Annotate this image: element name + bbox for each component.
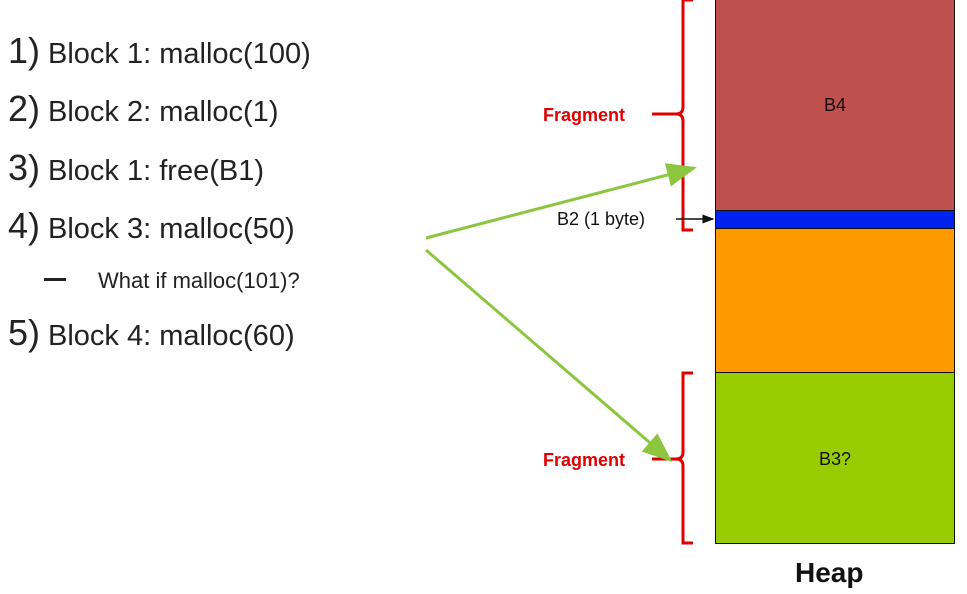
step-4: 4)Block 3: malloc(50) bbox=[8, 205, 295, 247]
step-text: Block 4: malloc(60) bbox=[48, 320, 295, 352]
step-number: 5) bbox=[8, 312, 41, 353]
heap-column: B4 B3? bbox=[715, 0, 955, 544]
substep-text: What if malloc(101)? bbox=[98, 268, 300, 293]
step-text: Block 2: malloc(1) bbox=[48, 96, 279, 128]
step-text: Block 1: malloc(100) bbox=[48, 38, 311, 70]
block-b3-label: B3? bbox=[818, 449, 852, 469]
step-number: 1) bbox=[8, 30, 41, 71]
step-number: 4) bbox=[8, 205, 41, 246]
fragment-bracket-top bbox=[675, 0, 693, 232]
step-5: 5)Block 4: malloc(60) bbox=[8, 312, 295, 354]
arrow-to-bottom-fragment bbox=[425, 248, 673, 462]
step-text: Block 3: malloc(50) bbox=[48, 213, 295, 245]
dash-bullet bbox=[44, 278, 66, 282]
step-2: 2)Block 2: malloc(1) bbox=[8, 88, 278, 130]
step-1: 1)Block 1: malloc(100) bbox=[8, 30, 311, 72]
step-number: 3) bbox=[8, 147, 41, 188]
fragment-bracket-bottom bbox=[675, 371, 693, 545]
block-b4: B4 bbox=[715, 0, 955, 211]
heap-title: Heap bbox=[795, 557, 864, 588]
block-b3: B3? bbox=[715, 372, 955, 544]
step-text: Block 1: free(B1) bbox=[48, 155, 264, 187]
arrow-to-top-fragment bbox=[425, 163, 697, 240]
substep-what-if: What if malloc(101)? bbox=[44, 268, 300, 294]
fragment-label-top: Fragment bbox=[543, 105, 626, 125]
step-number: 2) bbox=[8, 88, 41, 129]
step-3: 3)Block 1: free(B1) bbox=[8, 147, 264, 189]
block-b4-label: B4 bbox=[823, 95, 847, 115]
fragment-label-bottom: Fragment bbox=[543, 450, 626, 470]
b2-label: B2 (1 byte) bbox=[557, 209, 646, 229]
